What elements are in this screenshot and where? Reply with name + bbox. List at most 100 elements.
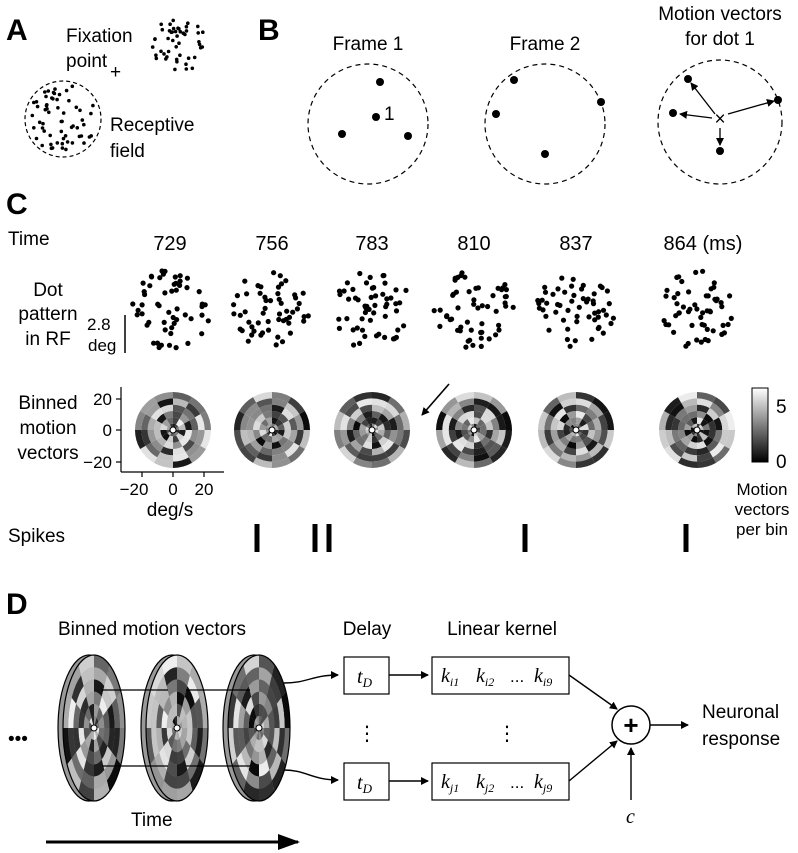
pattern-dot [393, 308, 400, 314]
pattern-dot [139, 302, 145, 308]
pattern-dot [503, 303, 509, 309]
pattern-dot [368, 294, 374, 300]
pattern-dot [257, 290, 263, 296]
rf-dot [32, 126, 36, 130]
colorbar-label-line2: vectors [735, 500, 790, 519]
binned-disk-stack [57, 654, 291, 802]
pattern-dot [597, 283, 604, 289]
pattern-dot [177, 282, 183, 288]
stimulus-dot [153, 37, 157, 41]
constant-label: c [626, 806, 635, 828]
spike [683, 524, 689, 552]
motion-bin [275, 419, 283, 427]
motion-bin [455, 430, 464, 440]
frame2-dot [510, 76, 518, 84]
motion-bin [579, 433, 587, 441]
binned-disk [140, 654, 209, 802]
stimulus-dot [165, 55, 169, 59]
pattern-dot [401, 323, 407, 329]
disk-bin [73, 728, 81, 753]
kernel-to-sum-arrow-top [568, 674, 618, 710]
motion-bin [565, 419, 573, 427]
pattern-dot [384, 301, 390, 307]
pattern-dot [675, 291, 681, 297]
disk-bin [81, 770, 94, 789]
motion-bin [334, 430, 345, 449]
disk-bin [159, 685, 170, 710]
colorbar-tick-min: 0 [776, 452, 787, 473]
motion-bin [282, 430, 291, 440]
motion-bin [284, 402, 300, 418]
time-value: 864 (ms) [664, 233, 743, 255]
rf-dot [82, 141, 86, 145]
disk-bin [179, 706, 186, 722]
disk-bin [233, 728, 242, 759]
motion-bin [489, 397, 507, 415]
pattern-dot [458, 272, 464, 279]
frame1-circle [307, 63, 429, 185]
motion-bin [278, 413, 289, 424]
rf-dot [37, 120, 42, 125]
stimulus-dot [167, 29, 172, 33]
pattern-dot [698, 314, 704, 320]
motion-bin [240, 430, 251, 446]
motion-bin [550, 430, 560, 443]
motion-bin [591, 397, 609, 415]
disk-bin [80, 740, 89, 760]
rf-dot [67, 98, 71, 103]
motion-bin [452, 439, 465, 452]
motion-bin [665, 414, 676, 430]
stimulus-dot [159, 22, 163, 27]
pattern-dot [279, 339, 286, 345]
frame2-title: Frame 2 [510, 34, 581, 55]
pattern-dot [237, 312, 243, 318]
rf-dot [30, 113, 35, 118]
motion-bin [576, 435, 583, 443]
pattern-dot [381, 272, 387, 279]
spike [326, 524, 332, 552]
pattern-dot [449, 316, 455, 322]
disk-bin [253, 738, 259, 753]
motion-bin [483, 439, 496, 452]
motion-bin [474, 435, 481, 443]
pattern-dot [199, 331, 205, 337]
pattern-dot [171, 320, 177, 326]
motion-bin [690, 435, 697, 443]
motion-bin [550, 417, 560, 430]
pattern-dot [284, 308, 290, 314]
motion-bin [446, 402, 462, 418]
y-tick-label: 20 [93, 390, 112, 409]
motion-bin [179, 413, 190, 424]
frame2-dot [541, 150, 549, 158]
pattern-dot [276, 296, 282, 302]
disk-bin [233, 697, 242, 728]
motion-bin [455, 392, 474, 403]
motion-bin [141, 430, 152, 446]
pattern-dot [478, 335, 484, 341]
motion-bin [588, 402, 604, 418]
motion-bin [480, 413, 491, 424]
pattern-dot [376, 331, 382, 337]
disk-bin [177, 667, 190, 686]
motion-bin [355, 413, 366, 424]
rf-dot [65, 140, 70, 144]
motion-bin [173, 404, 186, 414]
disk-bin [94, 738, 100, 753]
motion-bin [272, 435, 279, 443]
motion-bin [718, 430, 729, 446]
rf-dot [69, 125, 74, 130]
pattern-dot [158, 342, 164, 348]
pattern-dot [569, 283, 575, 289]
pattern-dot [271, 270, 277, 276]
pattern-dot [344, 280, 350, 286]
motion-bin [293, 430, 304, 446]
motion-bin [188, 445, 206, 463]
pattern-dot [692, 302, 698, 308]
pattern-dot [393, 301, 399, 307]
motion-bin [697, 398, 713, 409]
motion-bin [377, 423, 385, 430]
motion-bin [381, 439, 394, 452]
motion-bin [340, 414, 351, 430]
frame2-dot [597, 98, 605, 106]
motion-bin [659, 411, 670, 430]
